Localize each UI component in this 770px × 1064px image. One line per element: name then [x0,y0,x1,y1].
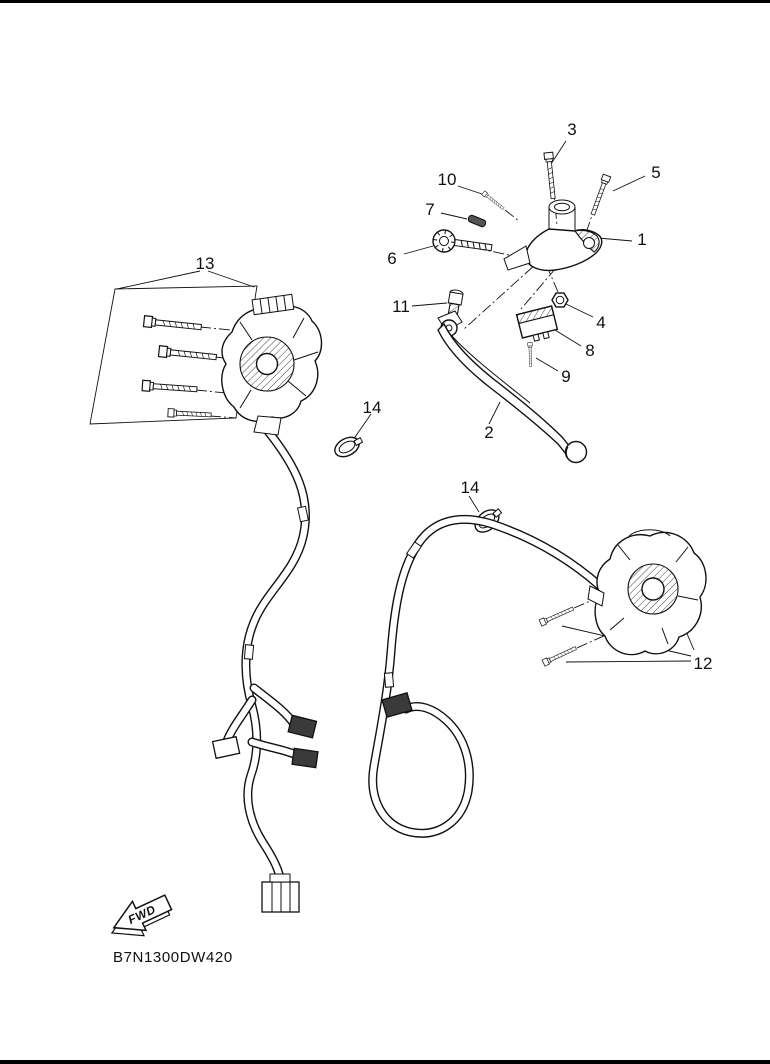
callout-10: 10 [438,170,457,189]
brake-lever-2 [437,310,588,464]
top-border [0,0,770,3]
wire-harness-right [368,514,605,838]
flange-bolt-5 [588,173,612,217]
left-switch-housing [211,293,323,913]
callout-2: 2 [484,423,493,442]
left-switch-bolts [141,315,218,420]
right-switch-housing [587,529,707,656]
adjuster-knob-6 [432,229,493,253]
right-switch-screws [538,605,578,667]
callout-6: 6 [387,249,396,268]
brake-switch-8 [515,305,559,342]
callout-1: 1 [637,230,646,249]
callout-13: 13 [196,254,215,273]
screw-9 [527,342,534,368]
callout-14-middle: 14 [461,478,480,497]
callout-5: 5 [651,163,660,182]
diagram-code: B7N1300DW420 [113,949,233,966]
main-connector [261,873,300,913]
fwd-arrow: FWD [110,894,173,937]
callout-12: 12 [694,654,713,673]
callout-9: 9 [561,367,570,386]
bottom-border [0,1060,770,1064]
callout-8: 8 [585,341,594,360]
screw-10 [481,190,506,211]
nut-4 [551,292,569,308]
pin-7 [467,214,487,228]
bolt-3 [543,151,558,200]
wire-harness-left [211,425,319,913]
callout-3: 3 [567,120,576,139]
clamp-14-left [334,436,364,458]
callout-14-left: 14 [363,398,382,417]
callout-11: 11 [392,297,410,316]
callout-7: 7 [425,200,434,219]
callout-4: 4 [596,313,605,332]
callouts: 3 5 10 7 6 1 13 11 4 8 9 14 2 14 12 [196,120,713,673]
lever-holder-bracket [503,199,603,272]
